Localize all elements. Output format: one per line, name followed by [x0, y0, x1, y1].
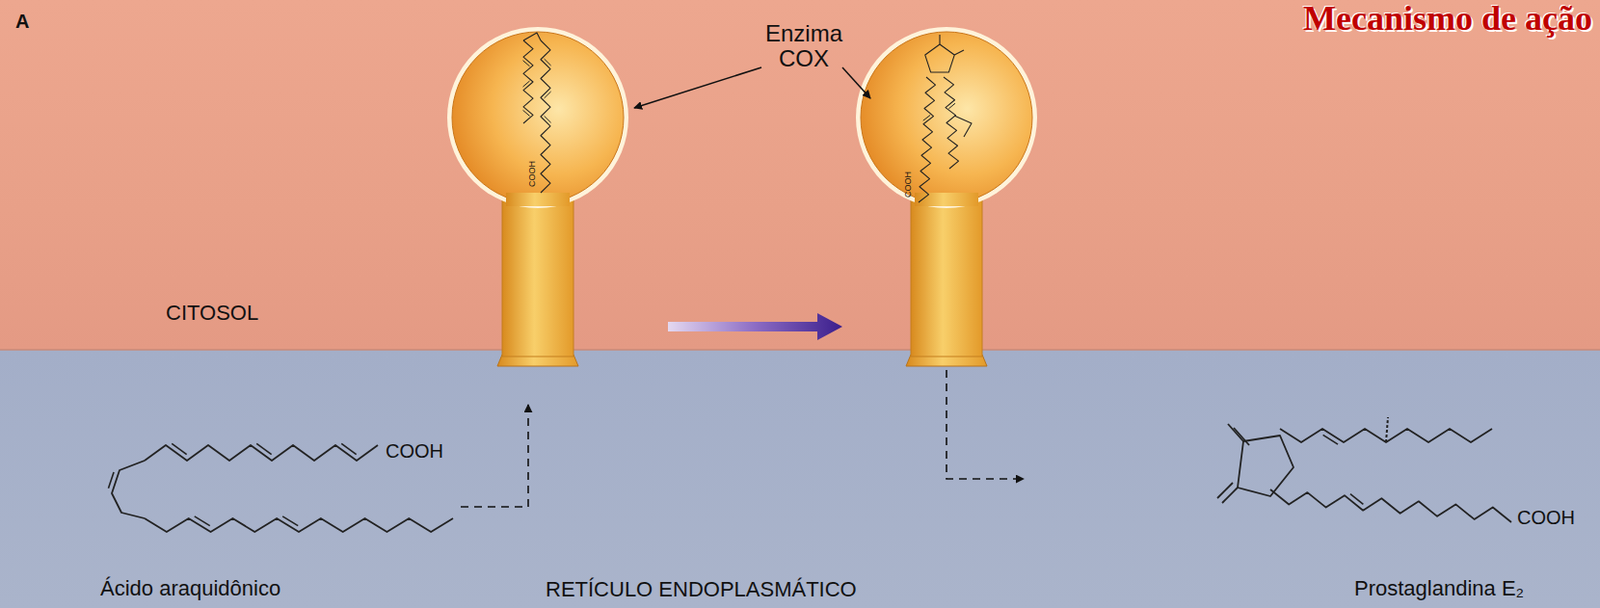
carboxyl-group: COOH [528, 160, 538, 187]
double-bond [523, 80, 531, 87]
bond [540, 40, 551, 193]
bond [918, 77, 936, 203]
node-text: RETÍCULO ENDOPLASMÁTICO [545, 577, 857, 603]
prostaglandin-e2-structure [1217, 417, 1512, 523]
double-bond [923, 114, 931, 121]
cox-enzyme [855, 26, 1038, 367]
double-bond [1323, 434, 1338, 445]
bond [954, 115, 972, 137]
leader-line [842, 67, 871, 99]
enzyme-label: Enzima COX [755, 21, 853, 73]
bound-product [918, 34, 972, 203]
carboxyl-group: COOH [1517, 506, 1575, 529]
dashed-arrow [460, 404, 529, 507]
bond [523, 40, 534, 124]
bond [1222, 487, 1238, 504]
double-bond [948, 103, 956, 109]
leader-line [634, 67, 762, 108]
bond [954, 50, 964, 55]
double-bond [544, 58, 552, 66]
double-bond [341, 443, 356, 454]
bond [1227, 424, 1244, 442]
bond [943, 77, 960, 169]
bond [523, 32, 541, 41]
node-text: A [15, 10, 29, 33]
molecule-name: Prostaglandina E₂ [1354, 577, 1524, 601]
molecule-name: Ácido araquidônico [100, 577, 281, 601]
double-bond [107, 472, 114, 489]
double-bond [256, 443, 271, 454]
bond [1280, 428, 1493, 443]
double-bond [544, 91, 552, 99]
bond [144, 445, 378, 461]
double-bond [523, 109, 531, 116]
bond [938, 34, 940, 45]
carboxyl-group: COOH [904, 171, 914, 198]
dashed-arrow [946, 370, 1024, 480]
reticulum-band: RETÍCULO ENDOPLASMÁTICO [0, 349, 1600, 608]
double-bond [1350, 494, 1363, 506]
hashed-bond [1386, 417, 1388, 443]
bond [1217, 482, 1233, 499]
cox-enzyme [447, 26, 629, 367]
bond [144, 518, 454, 533]
slide-title: Mecanismo de ação [1303, 0, 1593, 39]
bond [1237, 435, 1294, 497]
process-arrow [667, 313, 843, 341]
double-bond [523, 60, 531, 67]
bound-substrate [523, 32, 552, 193]
double-bond [171, 443, 187, 454]
double-bond [194, 516, 211, 527]
bond [1270, 489, 1512, 523]
double-bond [282, 516, 298, 527]
bond [1233, 427, 1250, 446]
carboxyl-group: COOH [385, 440, 444, 462]
membrane-edge [0, 348, 1600, 351]
bond [925, 44, 955, 73]
bond [111, 460, 145, 519]
node-text: CITOSOL [165, 300, 259, 326]
double-bond [544, 115, 552, 123]
